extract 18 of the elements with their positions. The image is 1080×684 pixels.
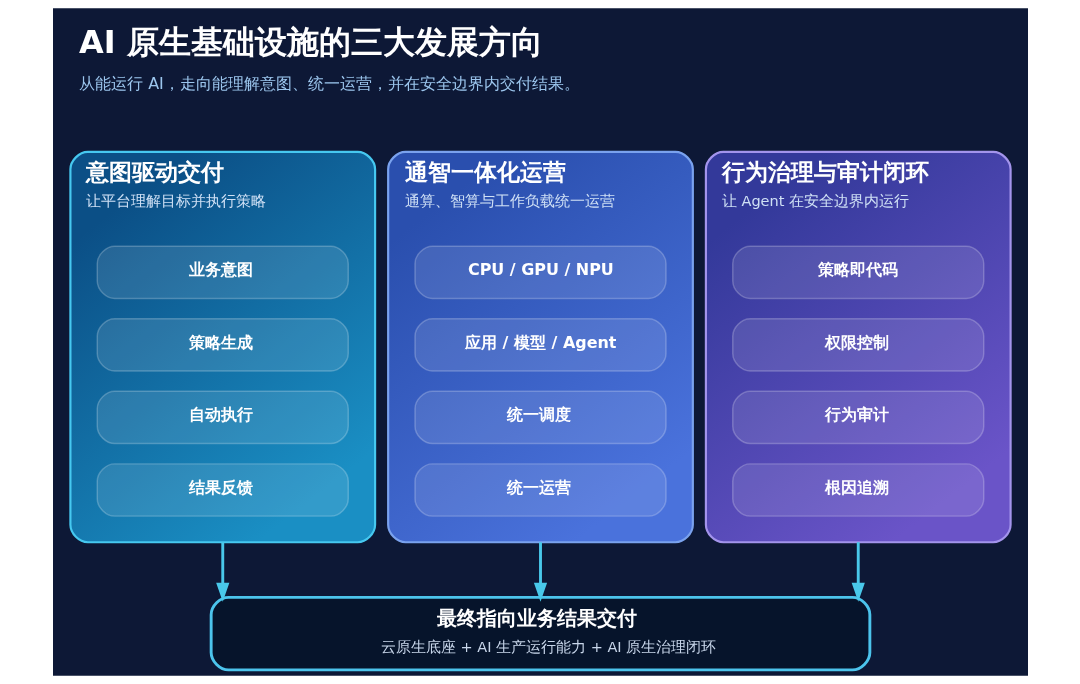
node-box: 最终指向业务结果交付 云原生底座 + AI 生产运行能力 + AI 原生治理闭环	[209, 595, 871, 672]
arrow	[851, 542, 865, 602]
arrow	[533, 542, 547, 602]
node-box: 权限控制	[731, 318, 984, 372]
node-box: 根因追溯	[731, 463, 984, 517]
arrow	[215, 542, 229, 602]
node-box: 自动执行	[96, 390, 349, 445]
node-box: 策略即代码	[731, 245, 984, 300]
caption: 从能运行 AI，走向能理解意图、统一运营，并在安全边界内交付结果。	[78, 73, 580, 93]
node-box: 业务意图	[96, 245, 349, 300]
node-box: 统一运营	[413, 463, 667, 517]
diagram-title: AI 原生基础设施的三大发展方向	[78, 23, 543, 62]
node-box: CPU / GPU / NPU	[413, 245, 667, 300]
node-box: 结果反馈	[96, 463, 349, 517]
node-box: 应用 / 模型 / Agent	[413, 318, 667, 372]
node-box: 策略生成	[96, 318, 349, 372]
node-box: 行为审计	[731, 390, 984, 445]
node-box: 统一调度	[413, 390, 667, 445]
